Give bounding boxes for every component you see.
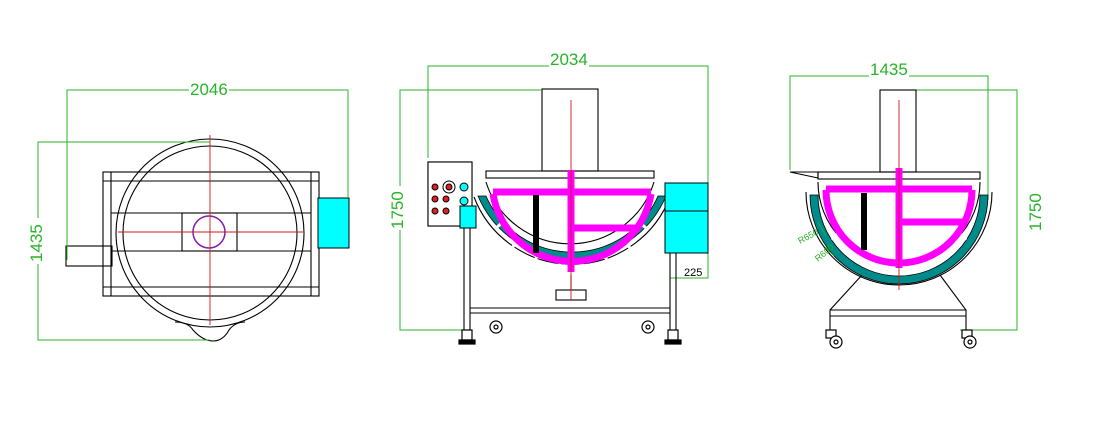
front-motor-left bbox=[459, 205, 477, 229]
side-scraper bbox=[861, 193, 867, 250]
top-width-label: 2046 bbox=[190, 80, 228, 99]
top-depth-label: 1435 bbox=[27, 224, 46, 262]
front-agitator bbox=[489, 170, 655, 272]
top-spout bbox=[174, 321, 246, 342]
top-centerlines bbox=[118, 135, 303, 325]
top-view bbox=[65, 138, 320, 342]
side-jacket bbox=[809, 194, 989, 285]
side-view bbox=[789, 89, 993, 330]
front-control-buttons bbox=[431, 180, 469, 215]
front-motor-right bbox=[664, 182, 709, 254]
front-height-label: 1750 bbox=[388, 191, 407, 229]
top-dimensions bbox=[37, 89, 349, 341]
front-wheels bbox=[458, 320, 682, 345]
side-width-label: 1435 bbox=[870, 60, 908, 79]
side-height-label: 1750 bbox=[1026, 193, 1045, 231]
front-scraper bbox=[533, 195, 539, 253]
side-radius-outer-label: R650 bbox=[796, 227, 820, 246]
top-motor bbox=[317, 197, 350, 249]
side-wheels bbox=[825, 329, 977, 349]
side-spout bbox=[789, 171, 819, 179]
top-shaft bbox=[65, 245, 113, 267]
side-gearbox bbox=[879, 89, 917, 173]
front-width-label: 2034 bbox=[550, 50, 588, 69]
front-gearbox bbox=[541, 88, 599, 172]
front-offset-label: 225 bbox=[684, 267, 702, 279]
